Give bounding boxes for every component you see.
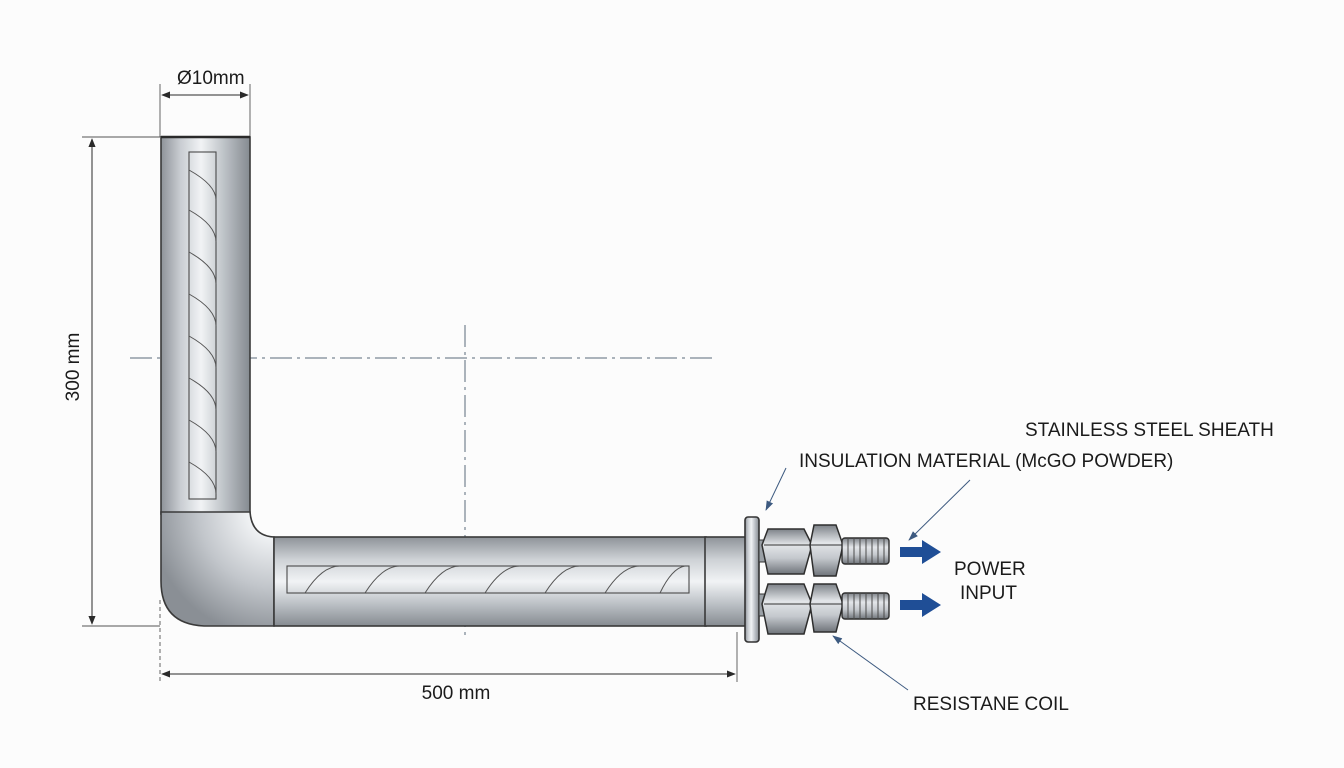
- leader-lines: [765, 467, 971, 691]
- sheath-callout: STAINLESS STEEL SHEATH: [1025, 420, 1274, 441]
- power-arrow-lower: [900, 593, 941, 617]
- horizontal-coil-helix: [304, 565, 686, 594]
- terminal-upper: [758, 524, 890, 577]
- power-arrow-upper: [900, 540, 941, 564]
- insulation-leader: [765, 467, 787, 511]
- horizontal-tube: [273, 516, 760, 643]
- dimension-lines: [88, 91, 736, 678]
- insulation-callout: INSULATION MATERIAL (McGO POWDER): [799, 451, 1173, 472]
- flange-plate: [744, 516, 760, 643]
- vertical-tube: [160, 135, 251, 515]
- length-label: 500 mm: [422, 683, 491, 704]
- terminal-lower: [758, 583, 890, 635]
- power-input-label-line1: POWER: [954, 559, 1026, 580]
- height-label: 300 mm: [63, 333, 84, 402]
- sheath-leader: [908, 479, 971, 541]
- power-input-arrows: [900, 540, 941, 617]
- coil-leader: [832, 635, 909, 691]
- coil-callout: RESISTANE COIL: [913, 694, 1069, 715]
- horizontal-inner-core: [286, 565, 690, 594]
- power-input-label-line2: INPUT: [960, 583, 1017, 604]
- elbow-bend: [160, 511, 275, 627]
- end-collar: [704, 536, 747, 627]
- vertical-coil-helix: [188, 169, 217, 495]
- diameter-label: Ø10mm: [177, 68, 245, 89]
- extension-lines: [82, 84, 738, 682]
